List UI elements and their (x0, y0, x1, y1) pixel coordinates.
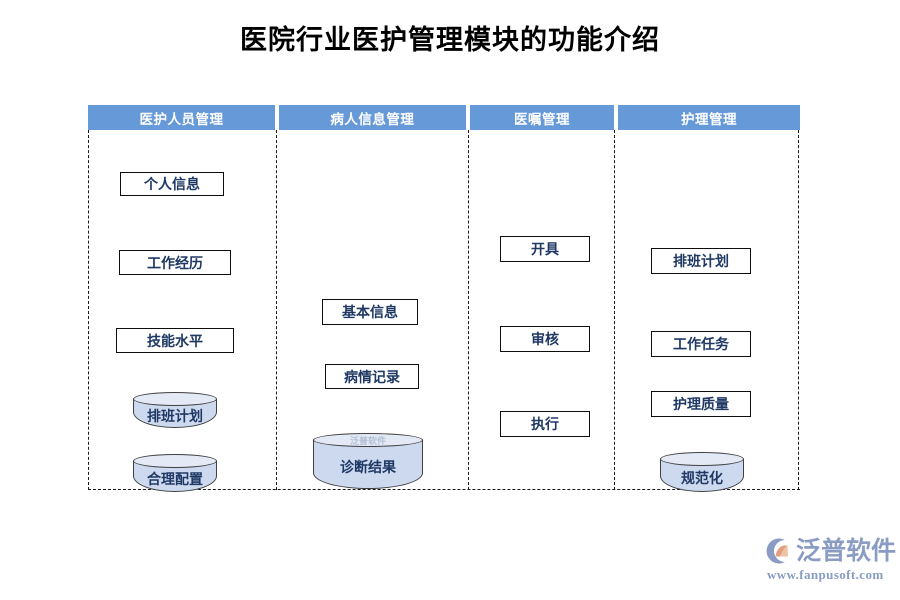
diagram-body: 个人信息 工作经历 技能水平 排班计划 合理配置 基本信息 病情记录 泛普软件 … (88, 130, 800, 492)
node-basic-info[interactable]: 基本信息 (322, 299, 418, 325)
cylinder-top (133, 392, 217, 406)
column-header-staff-management[interactable]: 医护人员管理 (88, 105, 275, 130)
node-rational-allocation-store[interactable]: 合理配置 (133, 454, 217, 492)
node-nursing-shift-plan[interactable]: 排班计划 (651, 248, 751, 274)
cylinder-body (660, 459, 744, 492)
node-work-task[interactable]: 工作任务 (651, 331, 751, 357)
cylinder-top (133, 454, 217, 468)
lane-divider-2 (468, 130, 469, 490)
node-work-experience[interactable]: 工作经历 (119, 250, 231, 275)
logo-url: www.fanpusoft.com (767, 567, 884, 582)
brand-logo: 泛普软件 www.fanpusoft.com (764, 536, 896, 584)
cylinder-top (313, 433, 423, 447)
node-review[interactable]: 审核 (500, 326, 590, 352)
node-condition-record[interactable]: 病情记录 (325, 364, 419, 389)
column-header-patient-info-management[interactable]: 病人信息管理 (278, 105, 466, 130)
node-personal-info[interactable]: 个人信息 (120, 172, 224, 196)
node-skill-level[interactable]: 技能水平 (116, 328, 234, 353)
header-gap-1 (274, 105, 279, 130)
column-header-nursing-management[interactable]: 护理管理 (618, 105, 801, 130)
node-label: 诊断结果 (340, 459, 396, 475)
node-label: 规范化 (681, 470, 723, 486)
lane-divider-left (88, 130, 89, 490)
column-header-row: 医护人员管理 病人信息管理 医嘱管理 护理管理 (88, 105, 801, 130)
node-diagnosis-result-store[interactable]: 泛普软件 诊断结果 (313, 433, 423, 489)
cylinder-body (313, 440, 423, 489)
node-prescribe[interactable]: 开具 (500, 236, 590, 262)
lane-divider-3 (614, 130, 615, 490)
functional-module-diagram: 医护人员管理 病人信息管理 医嘱管理 护理管理 个人信息 工作经历 技能水平 排… (88, 105, 801, 492)
node-label: 排班计划 (147, 408, 203, 424)
lane-divider-1 (276, 130, 277, 490)
column-header-medical-order-management[interactable]: 医嘱管理 (469, 105, 615, 130)
node-label: 合理配置 (147, 471, 203, 487)
header-gap-2 (465, 105, 470, 130)
logo-wordmark: 泛普软件 (796, 537, 897, 565)
lane-divider-right (798, 130, 799, 490)
page-title: 医院行业医护管理模块的功能介绍 (240, 25, 660, 55)
fanpu-swoosh-icon (764, 536, 794, 566)
node-execute[interactable]: 执行 (500, 411, 590, 437)
header-gap-3 (614, 105, 619, 130)
cylinder-top (660, 452, 744, 466)
node-standardization-store[interactable]: 规范化 (660, 452, 744, 492)
node-nursing-quality[interactable]: 护理质量 (651, 391, 751, 417)
lane-bottom-border (88, 489, 800, 490)
node-shift-plan-store[interactable]: 排班计划 (133, 392, 217, 428)
logo-row: 泛普软件 (764, 536, 896, 566)
